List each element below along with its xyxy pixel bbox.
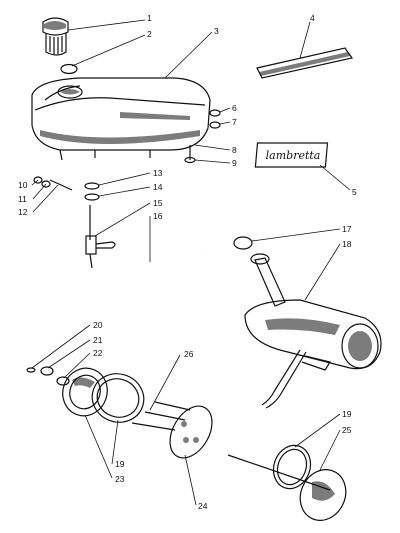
callout-12: 12	[18, 207, 28, 217]
callout-7: 7	[232, 117, 237, 127]
callout-24: 24	[198, 501, 208, 511]
callout-10: 10	[18, 180, 28, 190]
filter-assembly-24	[131, 401, 213, 459]
callout-19-right: 19	[342, 409, 352, 419]
washer-6	[209, 109, 221, 117]
callout-6: 6	[232, 103, 237, 113]
callout-9: 9	[232, 158, 237, 168]
filler-cap	[42, 17, 69, 56]
callout-3: 3	[214, 26, 219, 36]
callout-20: 20	[93, 320, 103, 330]
callout-26: 26	[184, 349, 194, 359]
fuel-hose	[94, 230, 207, 299]
exhaust-silencer	[244, 253, 382, 409]
leader-lines	[31, 19, 351, 506]
gasket-19-left	[91, 373, 145, 423]
callout-14: 14	[153, 182, 163, 192]
fuel-tank	[31, 77, 211, 161]
lambretta-badge[interactable]: lambretta	[254, 142, 329, 168]
badge-text: lambretta	[266, 149, 321, 162]
callout-19-left: 19	[115, 459, 125, 469]
callout-15: 15	[153, 198, 163, 208]
end-cover-25	[227, 454, 347, 521]
callout-5: 5	[352, 187, 357, 197]
rubber-strip	[256, 47, 354, 79]
callout-16: 16	[153, 211, 163, 221]
callout-8: 8	[232, 145, 237, 155]
callout-22: 22	[93, 348, 103, 358]
washer-13	[84, 182, 100, 190]
callout-13: 13	[153, 168, 163, 178]
gasket-19-right	[272, 444, 312, 490]
filler-washer	[60, 63, 78, 75]
callout-11: 11	[18, 194, 27, 204]
callout-2: 2	[147, 29, 152, 39]
callout-17: 17	[342, 224, 352, 234]
bolt-assembly-10-12	[33, 176, 73, 191]
small-parts-20-22	[26, 366, 70, 386]
callout-18: 18	[342, 239, 352, 249]
callout-4: 4	[310, 13, 315, 23]
callout-25: 25	[342, 425, 352, 435]
inspection-cover-23	[62, 367, 108, 417]
washer-7	[209, 121, 221, 129]
fuel-tap	[85, 205, 116, 269]
callout-21: 21	[93, 335, 103, 345]
ring-17	[233, 236, 253, 250]
callout-numbers: 1 2 3 4 5 6 7 8 9 10 11 12 13 14 15 16 1…	[18, 13, 357, 511]
washer-14	[84, 193, 100, 201]
callout-1: 1	[147, 13, 152, 23]
callout-23: 23	[115, 474, 125, 484]
